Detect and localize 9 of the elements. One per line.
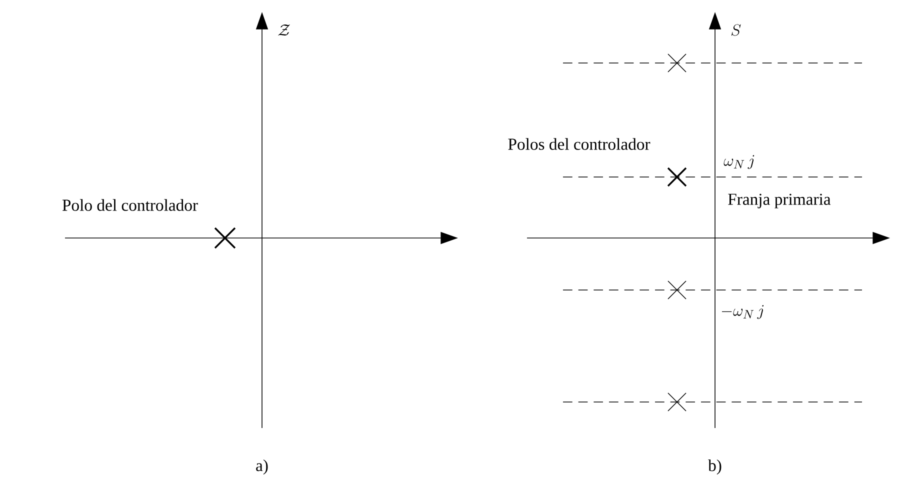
annotation-label: Polo del controlador: [62, 199, 198, 211]
axis-label: $\mathcal{Z}$: [278, 24, 290, 36]
panel-label: a): [256, 459, 268, 475]
frequency-label: $-\omega_N\, j$: [722, 305, 764, 319]
panel-label: b): [708, 459, 722, 475]
annotation-label: Franja primaria: [728, 194, 831, 208]
annotation-label: Polos del controlador: [508, 138, 650, 150]
frequency-label: $\omega_N\, j$: [724, 155, 754, 169]
axis-label: $S$: [731, 24, 741, 36]
